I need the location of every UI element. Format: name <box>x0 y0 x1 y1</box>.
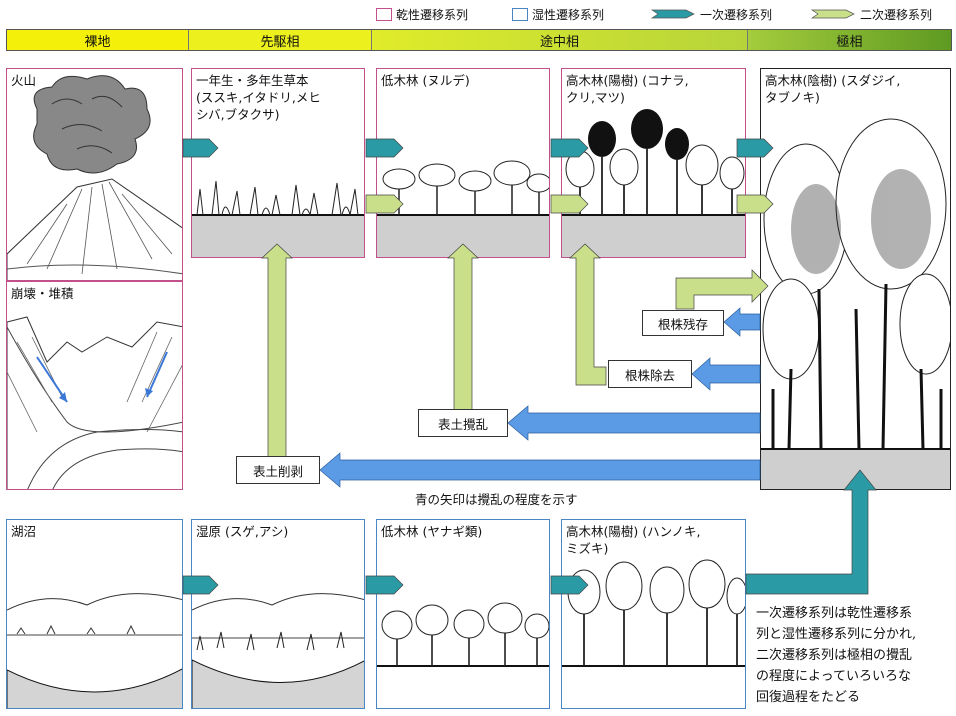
wet-primary-arrow-2 <box>365 575 404 595</box>
marsh-label: 湖沼 <box>11 524 37 539</box>
primary-arrow-4 <box>736 138 774 158</box>
wet-primary-arrow-1 <box>182 575 219 595</box>
legend-dry-label: 乾性遷移系列 <box>396 7 469 22</box>
collapse-illustration <box>7 316 182 489</box>
secondary-arrow-3 <box>736 194 774 214</box>
primary-arrow-3 <box>550 138 589 158</box>
collapse-label: 崩壊・堆積 <box>11 286 74 301</box>
disturbance-caption: 青の矢印は攪乱の程度を示す <box>415 492 578 507</box>
volcano-illustration <box>7 75 182 280</box>
primary-arrow-swatch <box>650 9 695 19</box>
sun-trees-label: 高木林(陽樹) (コナラ, クリ,マツ) <box>566 73 689 105</box>
stage-climax: 極相 <box>748 30 951 50</box>
panel-sun-trees: 高木林(陽樹) (コナラ, クリ,マツ) <box>561 68 746 258</box>
legend-dry: 乾性遷移系列 <box>376 4 468 24</box>
stage-bar: 裸地 先駆相 途中相 極相 <box>6 29 952 51</box>
panel-wet-sun-trees: 高木林(陽樹) (ハンノキ, ミズキ) <box>561 519 746 709</box>
disturbance-arrow-topsoil-removed <box>319 452 761 488</box>
root-removed-label: 根株除去 <box>608 360 692 388</box>
wet-primary-arrow-3 <box>550 575 589 595</box>
disturbance-arrow-topsoil-disturbed <box>507 405 761 441</box>
panel-willow: 低木林 (ヤナギ類) <box>376 519 550 709</box>
panel-marsh: 湖沼 <box>6 519 183 709</box>
legend-primary: 一次遷移系列 <box>650 4 772 24</box>
wet-to-climax-arrow <box>745 469 877 595</box>
secondary-arrow-1 <box>365 194 404 214</box>
herbs-label: 一年生・多年生草本 (ススキ,イタドリ,メヒ シバ,ブタクサ) <box>196 73 321 122</box>
panel-shrubs: 低木林 (ヌルデ) <box>376 68 550 258</box>
marsh-illustration <box>7 593 182 708</box>
topsoil-removed-label: 表土削剥 <box>236 456 320 484</box>
wet-swatch <box>512 7 528 21</box>
shade-trees-label: 高木林(陰樹) (スダジイ, タブノキ) <box>765 73 901 105</box>
primary-arrow-1 <box>182 138 219 158</box>
stage-pioneer: 先駆相 <box>189 30 372 50</box>
secondary-return-herbs <box>261 243 293 461</box>
legend-primary-label: 一次遷移系列 <box>700 7 773 22</box>
legend-secondary: 二次遷移系列 <box>810 4 932 24</box>
secondary-return-sun <box>569 243 607 386</box>
volcano-label: 火山 <box>11 73 37 88</box>
wetland-illustration <box>192 593 364 708</box>
secondary-arrow-2 <box>550 194 589 214</box>
shade-trees-illustration <box>761 118 950 489</box>
panel-collapse: 崩壊・堆積 <box>6 281 183 490</box>
topsoil-disturbed-label: 表土攪乱 <box>418 409 508 437</box>
stage-intermediate: 途中相 <box>372 30 748 50</box>
legend-wet: 湿性遷移系列 <box>512 4 604 24</box>
root-remain-label: 根株残存 <box>642 310 724 336</box>
disturbance-arrow-root-removed <box>691 357 761 391</box>
legend-secondary-label: 二次遷移系列 <box>860 7 933 22</box>
panel-volcano: 火山 <box>6 68 183 281</box>
secondary-return-shrubs <box>447 243 479 414</box>
legend-wet-label: 湿性遷移系列 <box>532 7 605 22</box>
secondary-arrow-swatch <box>810 9 855 19</box>
secondary-return-shade <box>675 269 769 310</box>
wet-sun-trees-label: 高木林(陽樹) (ハンノキ, ミズキ) <box>566 524 701 556</box>
primary-arrow-2 <box>365 138 404 158</box>
wet-sun-trees-illustration <box>562 559 745 667</box>
willow-label: 低木林 (ヤナギ類) <box>381 524 483 539</box>
stage-bare: 裸地 <box>7 30 189 50</box>
willow-illustration <box>377 602 549 667</box>
wetland-label: 湿原 (スゲ,アシ) <box>196 524 289 539</box>
dry-swatch <box>376 7 392 21</box>
panel-herbs: 一年生・多年生草本 (ススキ,イタドリ,メヒ シバ,ブタクサ) <box>191 68 365 258</box>
explanation-note: 一次遷移系列は乾性遷移系 列と湿性遷移系列に分かれ, 二次遷移系列は極相の攪乱 … <box>756 606 917 705</box>
panel-wetland: 湿原 (スゲ,アシ) <box>191 519 365 709</box>
shrubs-label: 低木林 (ヌルデ) <box>381 73 470 88</box>
disturbance-arrow-root-remain <box>723 307 761 337</box>
